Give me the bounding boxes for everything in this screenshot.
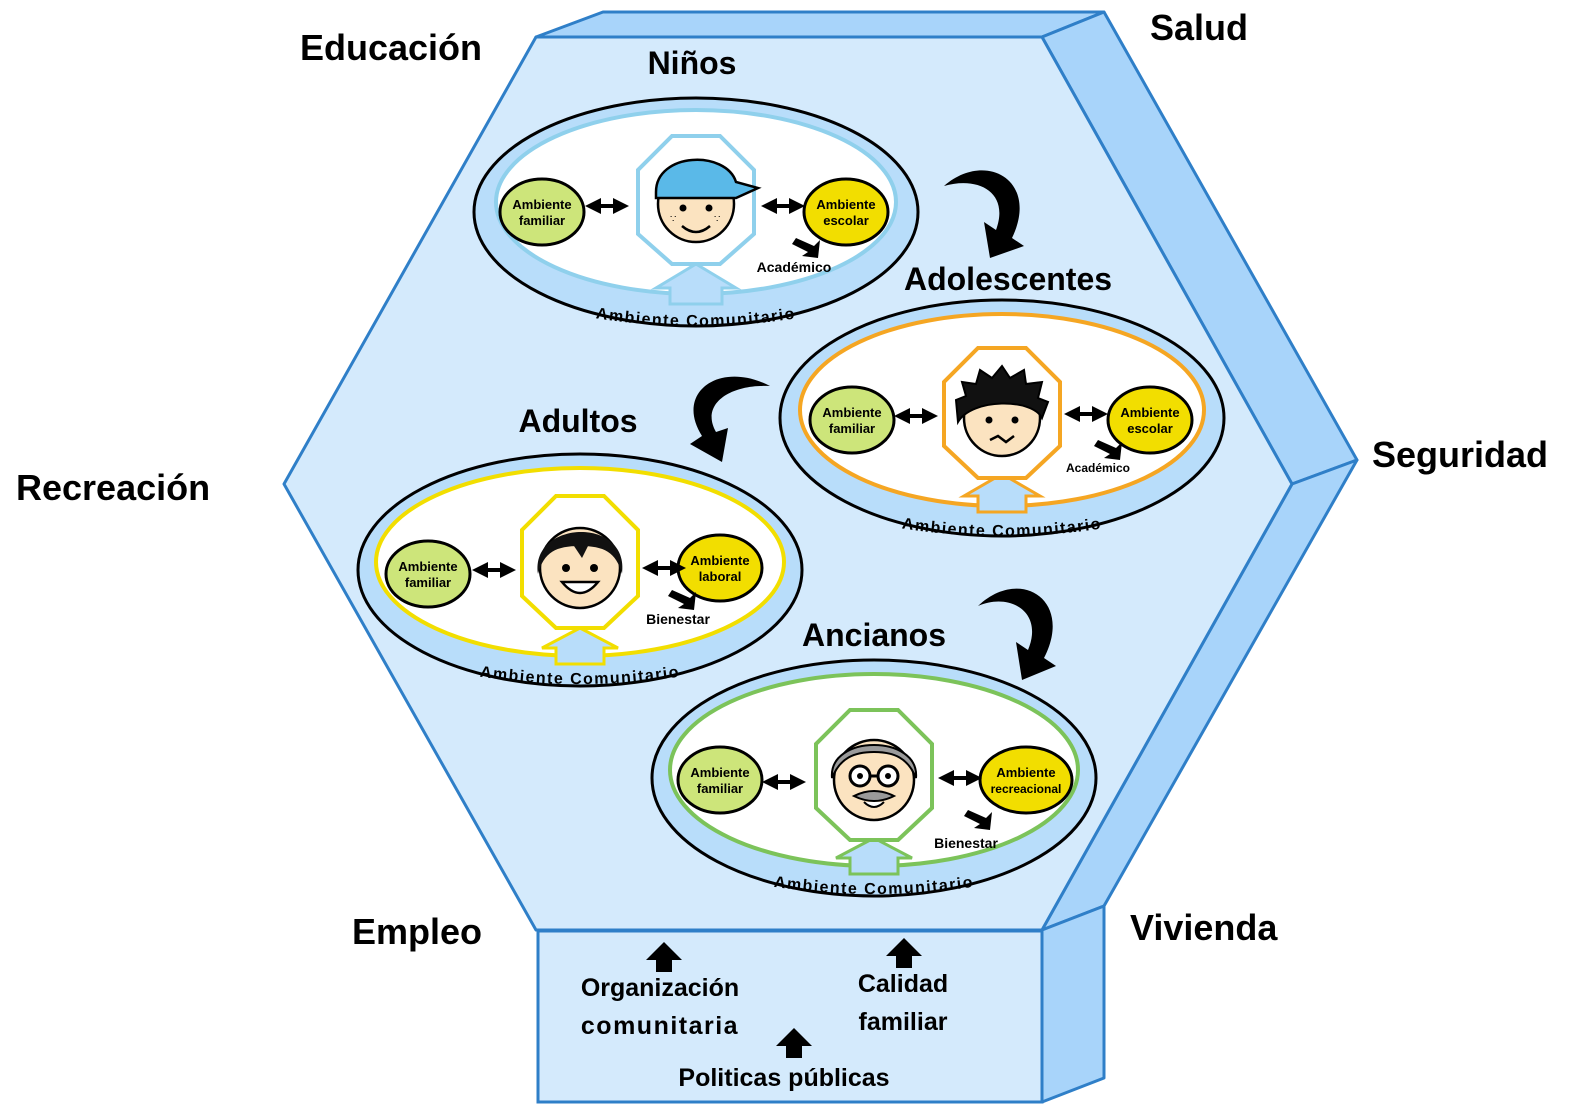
domain-label-salud: Salud: [1150, 7, 1248, 48]
domain-label-empleo: Empleo: [352, 911, 482, 952]
family-environment-label: Ambiente: [512, 197, 571, 212]
community-arrow-icon: [650, 262, 742, 306]
base-box-front: [536, 929, 1044, 1104]
base-left-label: Organización: [581, 974, 739, 1002]
outcome-label: Bienestar: [934, 835, 998, 851]
recreational-environment-label: Ambiente: [996, 765, 1055, 780]
up-arrow-icon: [776, 1028, 812, 1058]
hexagon-top-side: [534, 10, 1106, 39]
family-environment-pill: [384, 539, 472, 609]
group-title: Niños: [648, 45, 737, 81]
group-ancianos: Ancianos Ambiente Comunitario Ambiente f…: [650, 617, 1098, 898]
family-environment-label: Ambiente: [690, 765, 749, 780]
up-arrow-icon: [646, 942, 682, 972]
domain-label-recreacion: Recreación: [16, 467, 210, 508]
outcome-label: Bienestar: [646, 611, 710, 627]
domain-label-seguridad: Seguridad: [1372, 434, 1548, 475]
small-down-arrow-icon: [964, 810, 992, 830]
flow-arrows: [690, 170, 1056, 680]
school-environment-label: escolar: [1127, 421, 1173, 436]
community-arrow-icon: [958, 472, 1046, 514]
base-right-label: Calidad: [858, 970, 948, 998]
school-environment-pill: [1106, 385, 1194, 455]
family-environment-label: familiar: [405, 575, 451, 590]
domain-label-educacion: Educación: [300, 27, 482, 68]
family-environment-label: familiar: [519, 213, 565, 228]
family-environment-pill: [676, 745, 764, 815]
family-environment-label: Ambiente: [822, 405, 881, 420]
community-arrow-icon: [835, 836, 913, 876]
work-environment-label: Ambiente: [690, 553, 749, 568]
group-title: Adultos: [518, 403, 637, 439]
group-title: Ancianos: [802, 617, 946, 653]
base-left-label: comunitaria: [581, 1012, 739, 1040]
base-factors: Organización comunitaria Calidad familia…: [581, 938, 948, 1092]
recreational-environment-label: recreacional: [991, 782, 1062, 796]
group-adultos: Adultos Ambiente Comunitario Ambiente fa…: [356, 403, 804, 688]
up-arrow-icon: [886, 938, 922, 968]
outcome-label: Académico: [757, 259, 832, 275]
school-environment-label: Ambiente: [1120, 405, 1179, 420]
community-arrow-icon: [541, 626, 619, 666]
family-environment-label: familiar: [697, 781, 743, 796]
family-environment-pill: [808, 385, 896, 455]
family-environment-label: familiar: [829, 421, 875, 436]
group-title: Adolescentes: [904, 261, 1112, 297]
child-face-icon: ∵ ∵: [654, 158, 762, 244]
school-environment-pill: [802, 177, 890, 247]
base-right-label: familiar: [859, 1008, 948, 1036]
school-environment-label: escolar: [823, 213, 869, 228]
svg-text:∵: ∵: [714, 214, 720, 225]
base-box-right-side: [1040, 904, 1106, 1104]
adult-face-icon: [537, 526, 623, 610]
curved-arrow-icon: [944, 170, 1024, 258]
small-down-arrow-icon: [1094, 440, 1122, 460]
group-adolescentes: Adolescentes Ambiente Comunitario Ambien…: [778, 261, 1226, 540]
domain-labels: Educación Salud Recreación Seguridad Emp…: [16, 7, 1548, 952]
recreational-environment-pill: [978, 745, 1074, 815]
elder-face-icon: [830, 738, 918, 822]
work-environment-label: laboral: [699, 569, 742, 584]
domain-label-vivienda: Vivienda: [1130, 907, 1278, 948]
school-environment-label: Ambiente: [816, 197, 875, 212]
small-down-arrow-icon: [668, 590, 696, 610]
svg-text:∵: ∵: [670, 214, 676, 225]
work-environment-pill: [676, 533, 764, 603]
family-environment-label: Ambiente: [398, 559, 457, 574]
family-environment-pill: [498, 177, 586, 247]
curved-arrow-icon: [690, 376, 770, 462]
curved-arrow-icon: [978, 588, 1056, 680]
small-down-arrow-icon: [792, 238, 820, 258]
base-box: [536, 904, 1106, 1104]
outcome-label: Académico: [1066, 461, 1130, 475]
base-bottom-label: Politicas públicas: [678, 1064, 889, 1092]
teen-face-icon: [954, 364, 1050, 458]
group-ninos: Niños Ambiente Comunitario Ambiente fami…: [472, 45, 920, 330]
